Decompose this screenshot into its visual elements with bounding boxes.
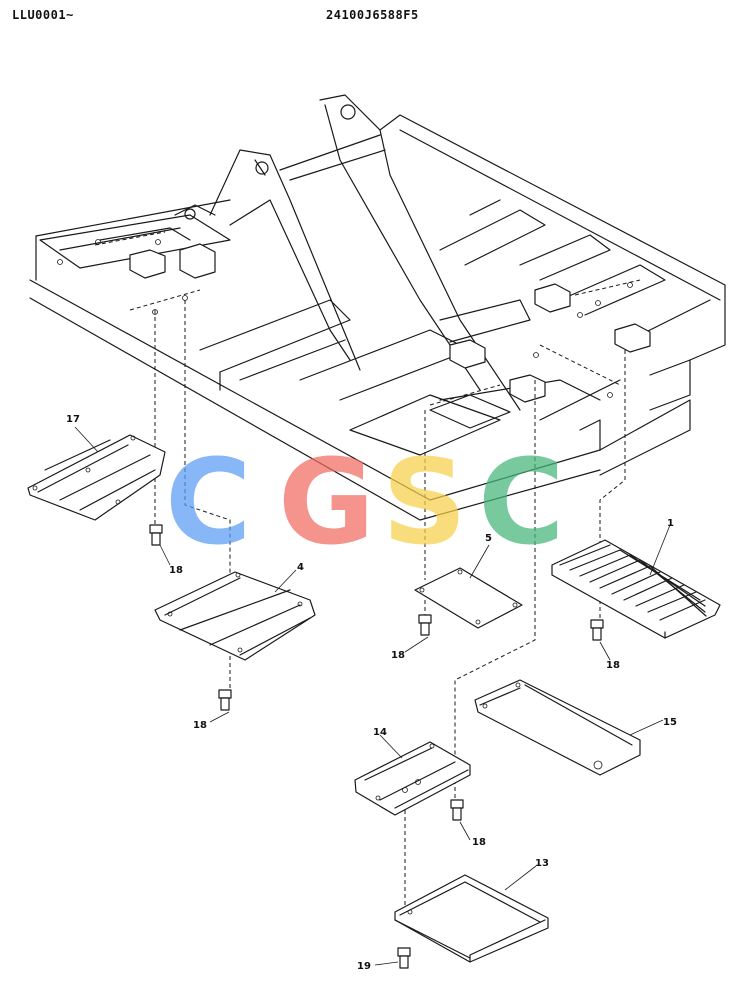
part-15-long-plate: [474, 679, 641, 776]
watermark-letter-2: G: [278, 433, 375, 571]
callout-17: 17: [66, 414, 80, 425]
document-code-left: LLU0001~: [12, 8, 74, 22]
callout-18-mid: 18: [193, 720, 207, 731]
watermark-letter-4: C: [478, 433, 565, 571]
part-17-cover-plate: [27, 434, 166, 521]
callout-18-lower: 18: [472, 837, 486, 848]
bolt-18a: [149, 524, 163, 546]
bolt-18c: [418, 614, 432, 636]
cgsc-watermark: C G S C: [165, 433, 565, 571]
callout-19: 19: [357, 961, 371, 972]
callout-leaders: [74, 426, 671, 966]
frame-assembly: [29, 94, 726, 521]
part-5-cover-plate: [414, 567, 523, 629]
part-14-bracket-plate: [354, 741, 471, 816]
part-1-grating-step: [551, 539, 721, 639]
watermark-letter-3: S: [382, 433, 467, 571]
bolt-set: [149, 524, 604, 969]
callout-15: 15: [663, 717, 677, 728]
document-code-center: 24100J6588F5: [326, 8, 419, 22]
explosion-leaders: [154, 300, 626, 905]
bolt-18d: [590, 619, 604, 641]
callout-4: 4: [297, 562, 304, 573]
watermark-letter-1: C: [165, 433, 252, 571]
callout-14: 14: [373, 727, 387, 738]
callout-18-right: 18: [606, 660, 620, 671]
bolt-18b: [218, 689, 232, 711]
callout-numbers: 17 18 4 18 5 18 1 18 15 14 18 13 19: [66, 414, 677, 972]
callout-5: 5: [485, 533, 492, 544]
bolt-19: [397, 947, 411, 969]
bolt-18e: [450, 799, 464, 821]
callout-1: 1: [667, 518, 674, 529]
part-13-step-plate: [394, 874, 549, 963]
callout-13: 13: [535, 858, 549, 869]
part-4-cover-plate: [154, 571, 316, 661]
callout-18-center: 18: [391, 650, 405, 661]
callout-18-left: 18: [169, 565, 183, 576]
